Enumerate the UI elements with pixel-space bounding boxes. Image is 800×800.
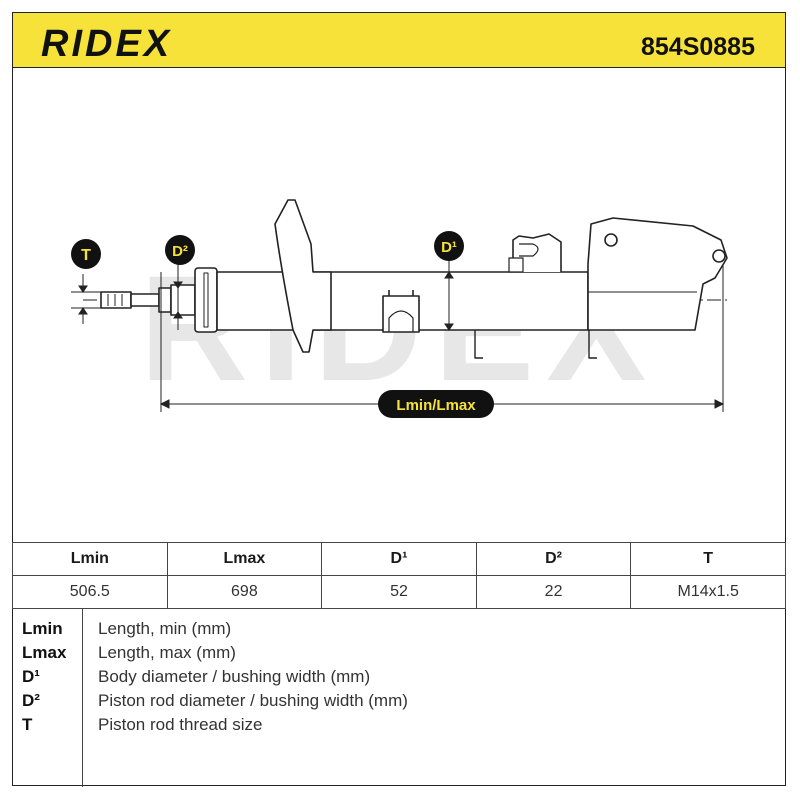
bracket-tab: [588, 330, 597, 359]
specs-header-row: Lmin Lmax D¹ D² T: [12, 542, 786, 576]
piston-rod: [130, 293, 160, 307]
knuckle-bracket: [587, 217, 728, 331]
label-d1-text: D¹: [441, 239, 457, 256]
legend-desc: Piston rod thread size: [98, 715, 263, 734]
specs-header-lmin: Lmin: [12, 542, 168, 576]
legend: Lmin Length, min (mm) Lmax Length, max (…: [12, 608, 786, 787]
sensor-tab: [474, 330, 483, 359]
label-d1: D¹: [434, 231, 464, 261]
specs-value-lmax: 698: [166, 575, 323, 609]
label-length: Lmin/Lmax: [378, 390, 494, 418]
label-d2-text: D²: [172, 243, 188, 260]
label-length-text: Lmin/Lmax: [396, 397, 476, 414]
legend-item: D¹ Body diameter / bushing width (mm): [12, 667, 786, 691]
specs-header-d1: D¹: [321, 542, 477, 576]
legend-key: T: [22, 715, 33, 734]
specs-value-lmin: 506.5: [12, 575, 168, 609]
legend-key: D²: [22, 691, 40, 710]
label-t: T: [71, 239, 101, 269]
legend-key: D¹: [22, 667, 40, 686]
legend-item: Lmax Length, max (mm): [12, 643, 786, 667]
thread-end: [100, 291, 132, 309]
specs-value-row: 506.5 698 52 22 M14x1.5: [12, 575, 786, 609]
label-d2: D²: [165, 235, 195, 265]
specs-value-t: M14x1.5: [630, 575, 786, 609]
specs-header-t: T: [630, 542, 786, 576]
part-number: 854S0885: [640, 33, 755, 61]
specs-header-d2: D²: [475, 542, 632, 576]
mount-hole-2: [712, 249, 726, 263]
mount-hole-1: [604, 233, 618, 247]
legend-desc: Body diameter / bushing width (mm): [98, 667, 371, 686]
brand-logo: RIDEX: [41, 23, 173, 65]
specs-value-d2: 22: [475, 575, 632, 609]
rod-top-mount: [170, 284, 196, 316]
legend-item: T Piston rod thread size: [12, 715, 786, 739]
legend-key: Lmin: [22, 619, 63, 638]
legend-item: Lmin Length, min (mm): [12, 619, 786, 643]
legend-item: D² Piston rod diameter / bushing width (…: [12, 691, 786, 715]
specs-header-lmax: Lmax: [166, 542, 323, 576]
header-bar: RIDEX 854S0885: [12, 12, 786, 68]
legend-divider: [82, 609, 83, 787]
legend-desc: Length, max (mm): [98, 643, 236, 662]
legend-key: Lmax: [22, 643, 67, 662]
label-t-text: T: [81, 247, 91, 264]
shock-absorber-diagram: RIDEX: [71, 199, 728, 418]
specs-value-d1: 52: [321, 575, 477, 609]
legend-desc: Length, min (mm): [98, 619, 232, 638]
legend-desc: Piston rod diameter / bushing width (mm): [98, 691, 408, 710]
specs-table: Lmin Lmax D¹ D² T 506.5 698 52 22 M14x1.…: [12, 542, 786, 609]
